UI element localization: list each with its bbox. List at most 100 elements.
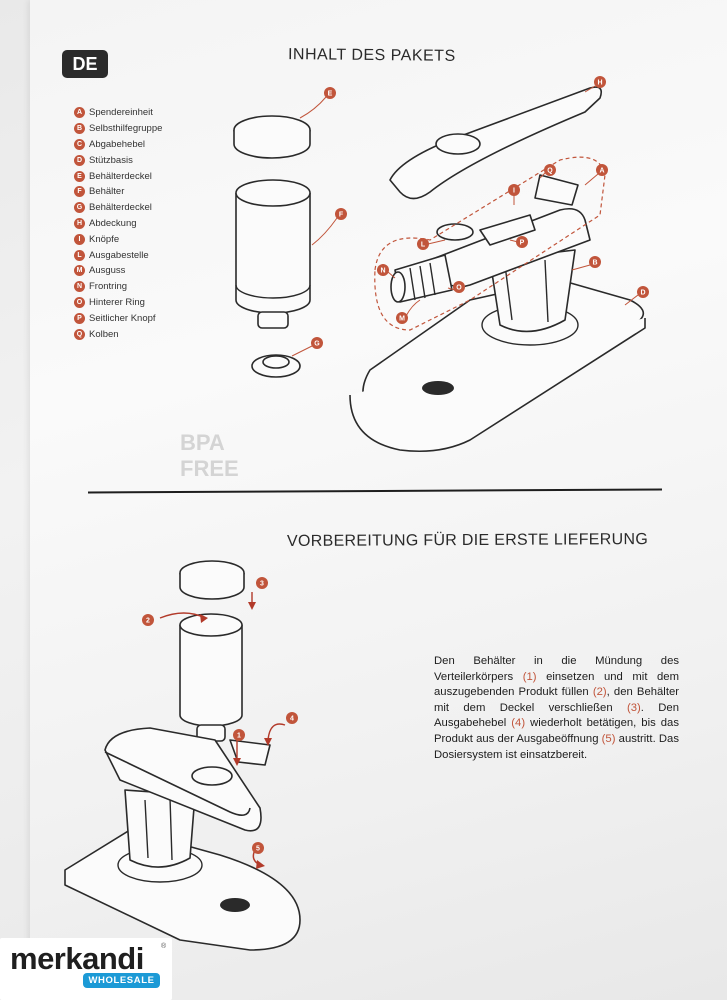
part-letter-badge: O (74, 296, 85, 308)
merkandi-logo-box (0, 938, 172, 1000)
prep-container-drawing (179, 613, 243, 742)
parts-list-item: Q Kolben (74, 326, 162, 342)
callout-marker (252, 842, 264, 854)
parts-list-item: E Behälterdeckel (74, 168, 162, 184)
callout-label: 2 (146, 618, 150, 625)
part-letter-badge: L (74, 249, 85, 261)
container-ring-drawing (251, 354, 301, 378)
callout-marker (516, 236, 528, 248)
parts-list-item: G Behälterdeckel (74, 200, 162, 216)
callout-marker (453, 281, 465, 293)
callout-marker (256, 577, 268, 589)
preparation-instructions: Den Behälter in die Mündung des Verteile… (434, 654, 679, 763)
callout-label: D (640, 290, 645, 297)
callout-label: A (599, 168, 604, 175)
callout-leader-line (624, 294, 639, 306)
callout-marker (589, 256, 601, 268)
callout-marker (286, 712, 298, 724)
callout-leader-line (584, 173, 599, 186)
instruction-text: Den Behälter in die Mündung des Verteile… (434, 655, 679, 683)
part-label: Kolben (89, 328, 119, 340)
parts-list-item: M Ausguss (74, 263, 162, 279)
callout-label: N (380, 268, 385, 275)
callout-marker (596, 164, 608, 176)
wholesale-badge: WHOLESALE (83, 973, 160, 988)
callout-label: E (328, 91, 333, 98)
part-letter-badge: E (74, 170, 85, 182)
callout-label: M (399, 316, 405, 323)
callout-marker (335, 208, 347, 220)
prep-column-drawing (124, 789, 196, 868)
part-letter-badge: G (74, 202, 85, 214)
part-label: Behälterdeckel (89, 202, 152, 214)
callout-label: O (456, 285, 462, 292)
part-label: Behälterdeckel (89, 170, 152, 182)
part-label: Ausgabestelle (89, 249, 149, 261)
callout-marker (377, 264, 389, 276)
merkandi-logo-text: merkandi (10, 941, 144, 976)
part-letter-badge: F (74, 186, 85, 198)
part-letter-badge: Q (74, 328, 85, 340)
registered-mark: ® (161, 943, 167, 950)
callout-leader-line (311, 217, 338, 246)
callout-marker (311, 337, 323, 349)
instruction-text: , den Behälter mit dem Deckel verschließ… (434, 686, 679, 714)
instruction-text: wiederholt betätigen, bis das Produkt au… (434, 717, 679, 745)
callout-marker (324, 87, 336, 99)
part-letter-badge: C (74, 138, 85, 150)
step-number: (4) (511, 717, 526, 730)
callout-label: P (520, 240, 525, 247)
part-label: Ausguss (89, 265, 126, 277)
step-number: (5) (601, 732, 616, 745)
callout-marker (396, 312, 408, 324)
callout-marker (508, 184, 520, 196)
callout-leader-line (299, 96, 327, 119)
part-label: Selbsthilfegruppe (89, 123, 163, 135)
part-label: Frontring (89, 281, 128, 293)
callout-label: H (597, 80, 602, 87)
callout-marker (142, 614, 154, 626)
part-label: Stützbasis (89, 154, 133, 166)
parts-list-item: L Ausgabestelle (74, 247, 162, 263)
instruction-text: einsetzen und mit dem auszugebenden Prod… (434, 670, 679, 699)
part-label: Abgabehebel (89, 138, 145, 150)
callout-leader-line (405, 299, 421, 317)
part-letter-badge: P (74, 312, 85, 324)
callout-marker (417, 238, 429, 250)
callout-label: G (314, 341, 320, 348)
callout-label: 3 (260, 581, 264, 588)
step-number: (2) (592, 686, 607, 699)
parts-list-item: P Seitlicher Knopf (74, 310, 162, 326)
callout-label: L (421, 242, 426, 249)
dispenser-head-drawing (390, 174, 591, 303)
callout-label: 4 (290, 716, 294, 723)
part-label: Abdeckung (89, 217, 137, 229)
instruction-text: austritt. Das Dosiersystem ist einsatzbe… (434, 732, 679, 761)
callout-label: 1 (237, 733, 241, 740)
callout-marker (637, 286, 649, 298)
parts-list-item: H Abdeckung (74, 216, 162, 232)
callout-marker (233, 729, 245, 741)
callout-leader-line (571, 264, 591, 271)
callout-leader-line (387, 271, 396, 279)
parts-list-item: C Abgabehebel (74, 137, 162, 153)
part-label: Seitlicher Knopf (89, 312, 156, 324)
callout-marker (544, 164, 556, 176)
part-letter-badge: H (74, 217, 85, 229)
part-letter-badge: M (74, 265, 85, 277)
callout-leader-line (427, 239, 446, 245)
prep-lid-drawing (179, 560, 245, 600)
callout-leader-line (584, 85, 596, 93)
callout-marker (594, 76, 606, 88)
language-badge: DE (62, 50, 108, 78)
part-label: Spendereinheit (89, 107, 153, 119)
